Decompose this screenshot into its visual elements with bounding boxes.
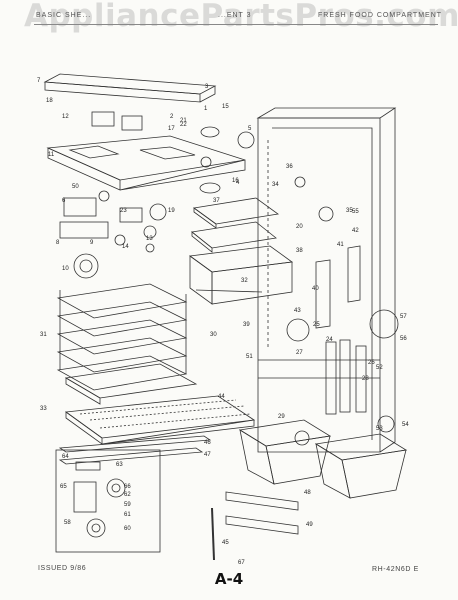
callout-17: 17 xyxy=(168,126,175,132)
callout-20: 20 xyxy=(296,224,303,230)
callout-39: 39 xyxy=(243,322,250,328)
callout-4: 4 xyxy=(236,180,240,186)
callout-48: 48 xyxy=(304,490,311,496)
callout-15: 15 xyxy=(222,104,229,110)
callout-35: 35 xyxy=(346,208,353,214)
watermark: AppliancePartsPros.com xyxy=(24,0,458,34)
crisper-cover xyxy=(64,395,256,445)
callout-59: 59 xyxy=(124,502,131,508)
callout-5: 5 xyxy=(248,126,252,132)
callout-18: 18 xyxy=(46,98,53,104)
callout-57: 57 xyxy=(400,314,407,320)
callout-62: 62 xyxy=(124,492,131,498)
callout-41: 41 xyxy=(337,242,344,248)
callout-26: 26 xyxy=(368,360,375,366)
callout-30: 30 xyxy=(210,332,217,338)
cabinet-liner xyxy=(256,107,397,453)
issued-date: ISSUED 9/86 xyxy=(38,565,87,572)
shelf-frame xyxy=(64,363,198,405)
callout-42: 42 xyxy=(352,228,359,234)
callout-25: 25 xyxy=(313,322,320,328)
callout-51: 51 xyxy=(246,354,253,360)
callout-60: 60 xyxy=(124,526,131,532)
header-rule xyxy=(34,24,438,25)
callout-3: 3 xyxy=(205,84,209,90)
wire-shelves xyxy=(56,283,188,391)
shelf-supports xyxy=(286,245,399,446)
callout-45: 45 xyxy=(222,540,229,546)
callout-27: 27 xyxy=(296,350,303,356)
callout-56: 56 xyxy=(400,336,407,342)
callout-1: 1 xyxy=(204,106,208,112)
callout-31: 31 xyxy=(40,332,47,338)
crisper-trims xyxy=(58,435,299,561)
callout-8: 8 xyxy=(56,240,60,246)
callout-50: 50 xyxy=(72,184,79,190)
callout-38: 38 xyxy=(296,248,303,254)
diagram-code: RH-42N6D E xyxy=(372,566,419,573)
callout-24: 24 xyxy=(326,337,333,343)
callout-12: 12 xyxy=(62,114,69,120)
header-right: FRESH FOOD COMPARTMENT xyxy=(318,12,443,19)
header-mid: ...ENT 3 xyxy=(218,12,252,19)
callout-21: 21 xyxy=(180,118,187,124)
meat-keeper-drawer xyxy=(188,245,294,305)
callout-58: 58 xyxy=(64,520,71,526)
callout-29: 29 xyxy=(278,414,285,420)
callout-63: 63 xyxy=(116,462,123,468)
callout-52: 52 xyxy=(376,365,383,371)
callout-49: 49 xyxy=(306,522,313,528)
top-trim-bar xyxy=(43,73,217,103)
header-left: BASIC SHE... xyxy=(36,12,92,19)
callout-13: 13 xyxy=(146,236,153,242)
callout-36: 36 xyxy=(286,164,293,170)
callout-28: 28 xyxy=(362,376,369,382)
callout-61: 61 xyxy=(124,512,131,518)
callout-19: 19 xyxy=(168,208,175,214)
callout-55: 55 xyxy=(352,209,359,215)
thermostat-assembly xyxy=(59,111,334,279)
upper-shelf xyxy=(191,197,280,253)
callout-37: 37 xyxy=(213,198,220,204)
callout-22: 22 xyxy=(180,122,187,128)
callout-47: 47 xyxy=(204,452,211,458)
callout-43: 43 xyxy=(294,308,301,314)
callout-65: 65 xyxy=(60,484,67,490)
callout-23: 23 xyxy=(120,208,127,214)
callout-64: 64 xyxy=(62,454,69,460)
callout-33: 33 xyxy=(40,406,47,412)
callout-11: 11 xyxy=(48,152,55,158)
callout-16: 16 xyxy=(232,178,239,184)
callout-2: 2 xyxy=(170,114,174,120)
callout-10: 10 xyxy=(62,266,69,272)
callout-67: 67 xyxy=(238,560,245,566)
callout-40: 40 xyxy=(312,286,319,292)
callout-7: 7 xyxy=(37,78,41,84)
page-number: A-4 xyxy=(214,570,244,588)
callout-46: 46 xyxy=(204,440,211,446)
callout-6: 6 xyxy=(62,198,66,204)
callout-9: 9 xyxy=(90,240,94,246)
control-housing xyxy=(46,135,246,191)
callout-53: 53 xyxy=(376,426,383,432)
callout-34: 34 xyxy=(272,182,279,188)
callout-54: 54 xyxy=(402,422,409,428)
callout-66: 66 xyxy=(124,484,131,490)
callout-14: 14 xyxy=(122,244,129,250)
inset-detail xyxy=(55,449,161,553)
callout-44: 44 xyxy=(218,394,225,400)
callout-32: 32 xyxy=(241,278,248,284)
